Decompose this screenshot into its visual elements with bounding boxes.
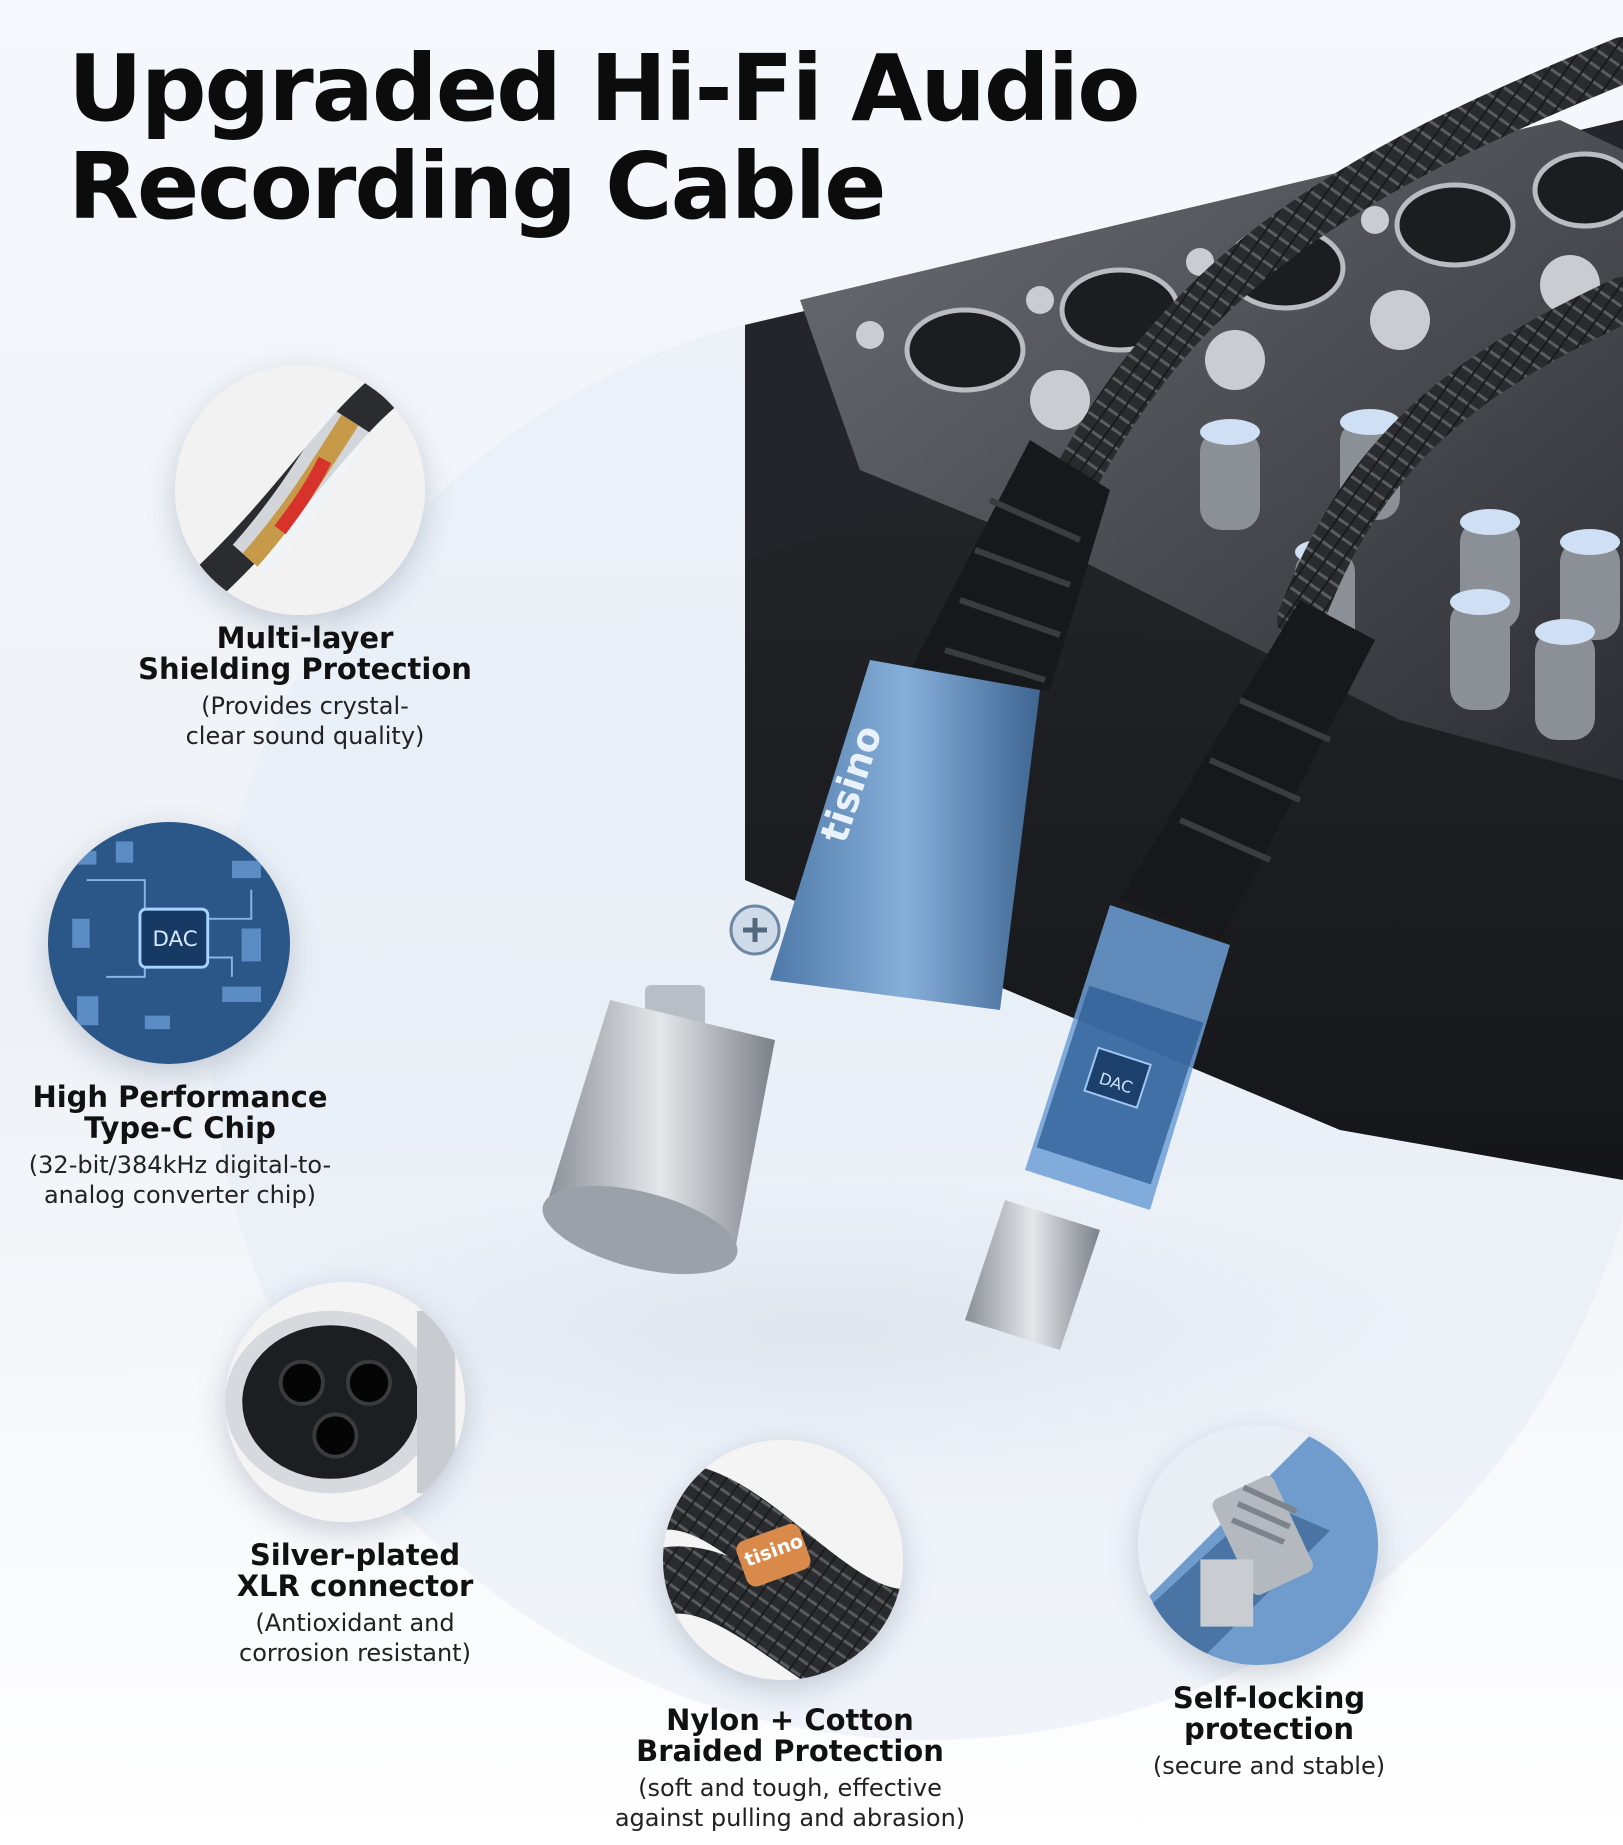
shielded-cable-icon <box>175 365 425 615</box>
feature-chip-caption: High Performance Type-C Chip (32-bit/384… <box>0 1082 390 1210</box>
feature-description-line: (soft and tough, effective <box>638 1774 942 1802</box>
feature-description-line: clear sound quality) <box>185 722 425 750</box>
lock-latch-icon <box>1138 1425 1378 1665</box>
feature-description: (Provides crystal- clear sound quality) <box>95 691 515 751</box>
feature-title: Nylon + Cotton Braided Protection <box>580 1705 1000 1767</box>
xlr-pins-icon <box>225 1282 465 1522</box>
feature-lock-image <box>1138 1425 1378 1665</box>
page-title: Upgraded Hi-Fi Audio Recording Cable <box>68 35 1140 240</box>
feature-description-line: (secure and stable) <box>1152 1752 1386 1780</box>
feature-title-line: XLR connector <box>236 1569 474 1603</box>
feature-description: (secure and stable) <box>1059 1751 1479 1781</box>
feature-title-line: High Performance <box>32 1080 328 1114</box>
feature-title: Silver-plated XLR connector <box>145 1540 565 1602</box>
feature-description-line: (Antioxidant and <box>255 1609 455 1637</box>
feature-title-line: Type-C Chip <box>84 1111 276 1145</box>
title-line-1: Upgraded Hi-Fi Audio <box>68 35 1140 142</box>
feature-title: High Performance Type-C Chip <box>0 1082 390 1144</box>
feature-description: (soft and tough, effective against pulli… <box>580 1773 1000 1833</box>
feature-xlr-image <box>225 1282 465 1522</box>
feature-description: (32-bit/384kHz digital-to- analog conver… <box>0 1150 390 1210</box>
feature-shielding-image <box>175 365 425 615</box>
feature-description-line: against pulling and abrasion) <box>614 1804 966 1832</box>
feature-title: Self-locking protection <box>1059 1683 1479 1745</box>
feature-shielding-caption: Multi-layer Shielding Protection (Provid… <box>95 623 515 751</box>
feature-description-line: corrosion resistant) <box>239 1639 471 1667</box>
feature-chip-image: DAC <box>48 822 290 1064</box>
feature-title-line: Braided Protection <box>636 1734 944 1768</box>
feature-description: (Antioxidant and corrosion resistant) <box>145 1608 565 1668</box>
feature-title: Multi-layer Shielding Protection <box>95 623 515 685</box>
title-line-2: Recording Cable <box>68 133 887 240</box>
feature-description-line: (Provides crystal- <box>201 692 409 720</box>
feature-description-line: (32-bit/384kHz digital-to- <box>28 1151 332 1179</box>
braided-cable-icon: tisino <box>663 1440 903 1680</box>
feature-description-line: analog converter chip) <box>43 1181 317 1209</box>
feature-title-line: Multi-layer <box>216 621 394 655</box>
feature-braid-image: tisino <box>663 1440 903 1680</box>
feature-title-line: protection <box>1183 1712 1355 1746</box>
feature-title-line: Nylon + Cotton <box>666 1703 914 1737</box>
feature-xlr-caption: Silver-plated XLR connector (Antioxidant… <box>145 1540 565 1668</box>
feature-title-line: Shielding Protection <box>138 652 472 686</box>
feature-title-line: Self-locking <box>1172 1681 1366 1715</box>
feature-braid-caption: Nylon + Cotton Braided Protection (soft … <box>580 1705 1000 1833</box>
feature-title-line: Silver-plated <box>249 1538 461 1572</box>
chip-dac-label: DAC <box>153 927 198 952</box>
dac-chip-icon: DAC <box>48 822 290 1064</box>
feature-lock-caption: Self-locking protection (secure and stab… <box>1059 1683 1479 1781</box>
